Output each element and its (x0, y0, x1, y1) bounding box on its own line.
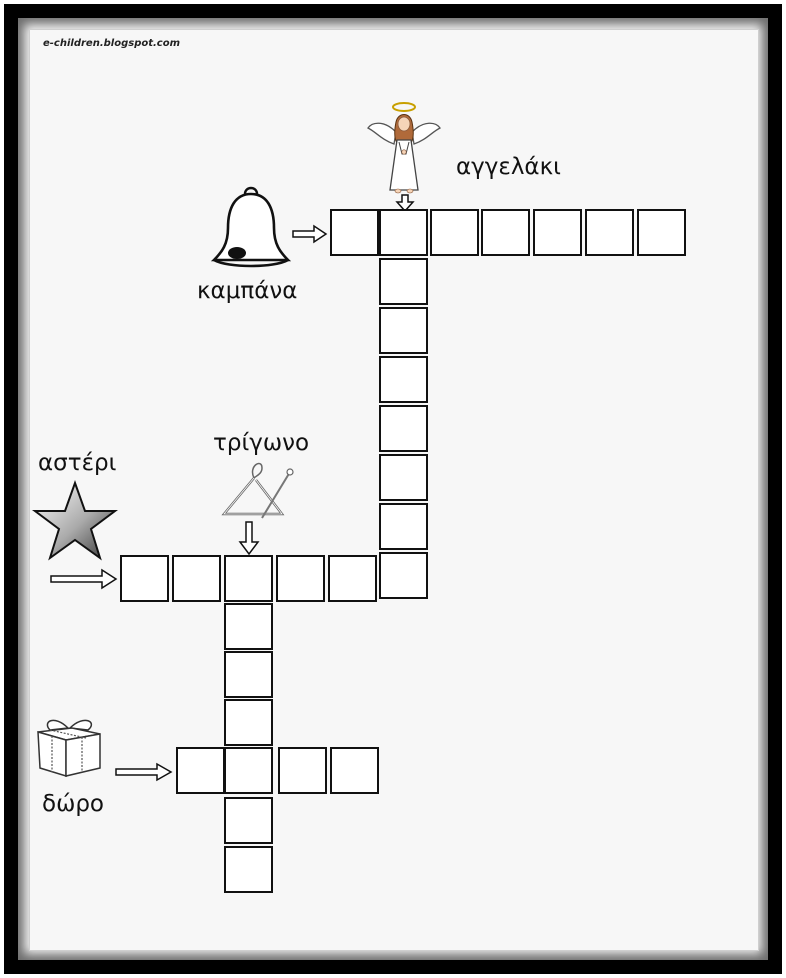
crossword-cell[interactable] (379, 209, 428, 256)
crossword-cell[interactable] (481, 209, 530, 256)
star-icon (32, 480, 118, 561)
crossword-cell[interactable] (224, 603, 273, 650)
gift-box-icon (37, 719, 101, 778)
crossword-cell[interactable] (224, 797, 273, 844)
triangle-instrument-icon (221, 462, 294, 519)
crossword-cell[interactable] (637, 209, 686, 256)
crossword-cell[interactable] (224, 555, 273, 602)
crossword-cell[interactable] (276, 555, 325, 602)
word-label-angel: αγγελάκι (456, 154, 561, 180)
crossword-cell[interactable] (379, 258, 428, 305)
crossword-cell[interactable] (278, 747, 327, 794)
crossword-cell[interactable] (379, 454, 428, 501)
word-label-gift: δώρο (42, 791, 105, 817)
word-label-star: αστέρι (38, 450, 117, 476)
crossword-cell[interactable] (379, 503, 428, 550)
crossword-cell[interactable] (379, 552, 428, 599)
bell-icon (210, 186, 292, 268)
crossword-cell[interactable] (224, 699, 273, 746)
arrow-icon (115, 762, 173, 782)
crossword-cell[interactable] (430, 209, 479, 256)
watermark: e-children.blogspot.com (43, 38, 181, 49)
crossword-cell[interactable] (224, 651, 273, 698)
crossword-cell[interactable] (172, 555, 221, 602)
arrow-icon (238, 521, 260, 555)
crossword-cell[interactable] (533, 209, 582, 256)
word-label-bell: καμπάνα (197, 278, 298, 304)
word-label-triangle: τρίγωνο (213, 430, 310, 456)
crossword-cell[interactable] (330, 209, 379, 256)
crossword-cell[interactable] (120, 555, 169, 602)
crossword-cell[interactable] (379, 307, 428, 354)
crossword-cell[interactable] (328, 555, 377, 602)
arrow-icon (50, 568, 118, 590)
angel-icon (367, 102, 441, 194)
crossword-cell[interactable] (585, 209, 634, 256)
crossword-cell[interactable] (379, 405, 428, 452)
crossword-cell[interactable] (330, 747, 379, 794)
arrow-icon (292, 224, 328, 244)
crossword-cell[interactable] (224, 846, 273, 893)
crossword-cell[interactable] (224, 747, 273, 794)
crossword-cell[interactable] (176, 747, 225, 794)
crossword-cell[interactable] (379, 356, 428, 403)
arrow-icon (395, 194, 415, 212)
